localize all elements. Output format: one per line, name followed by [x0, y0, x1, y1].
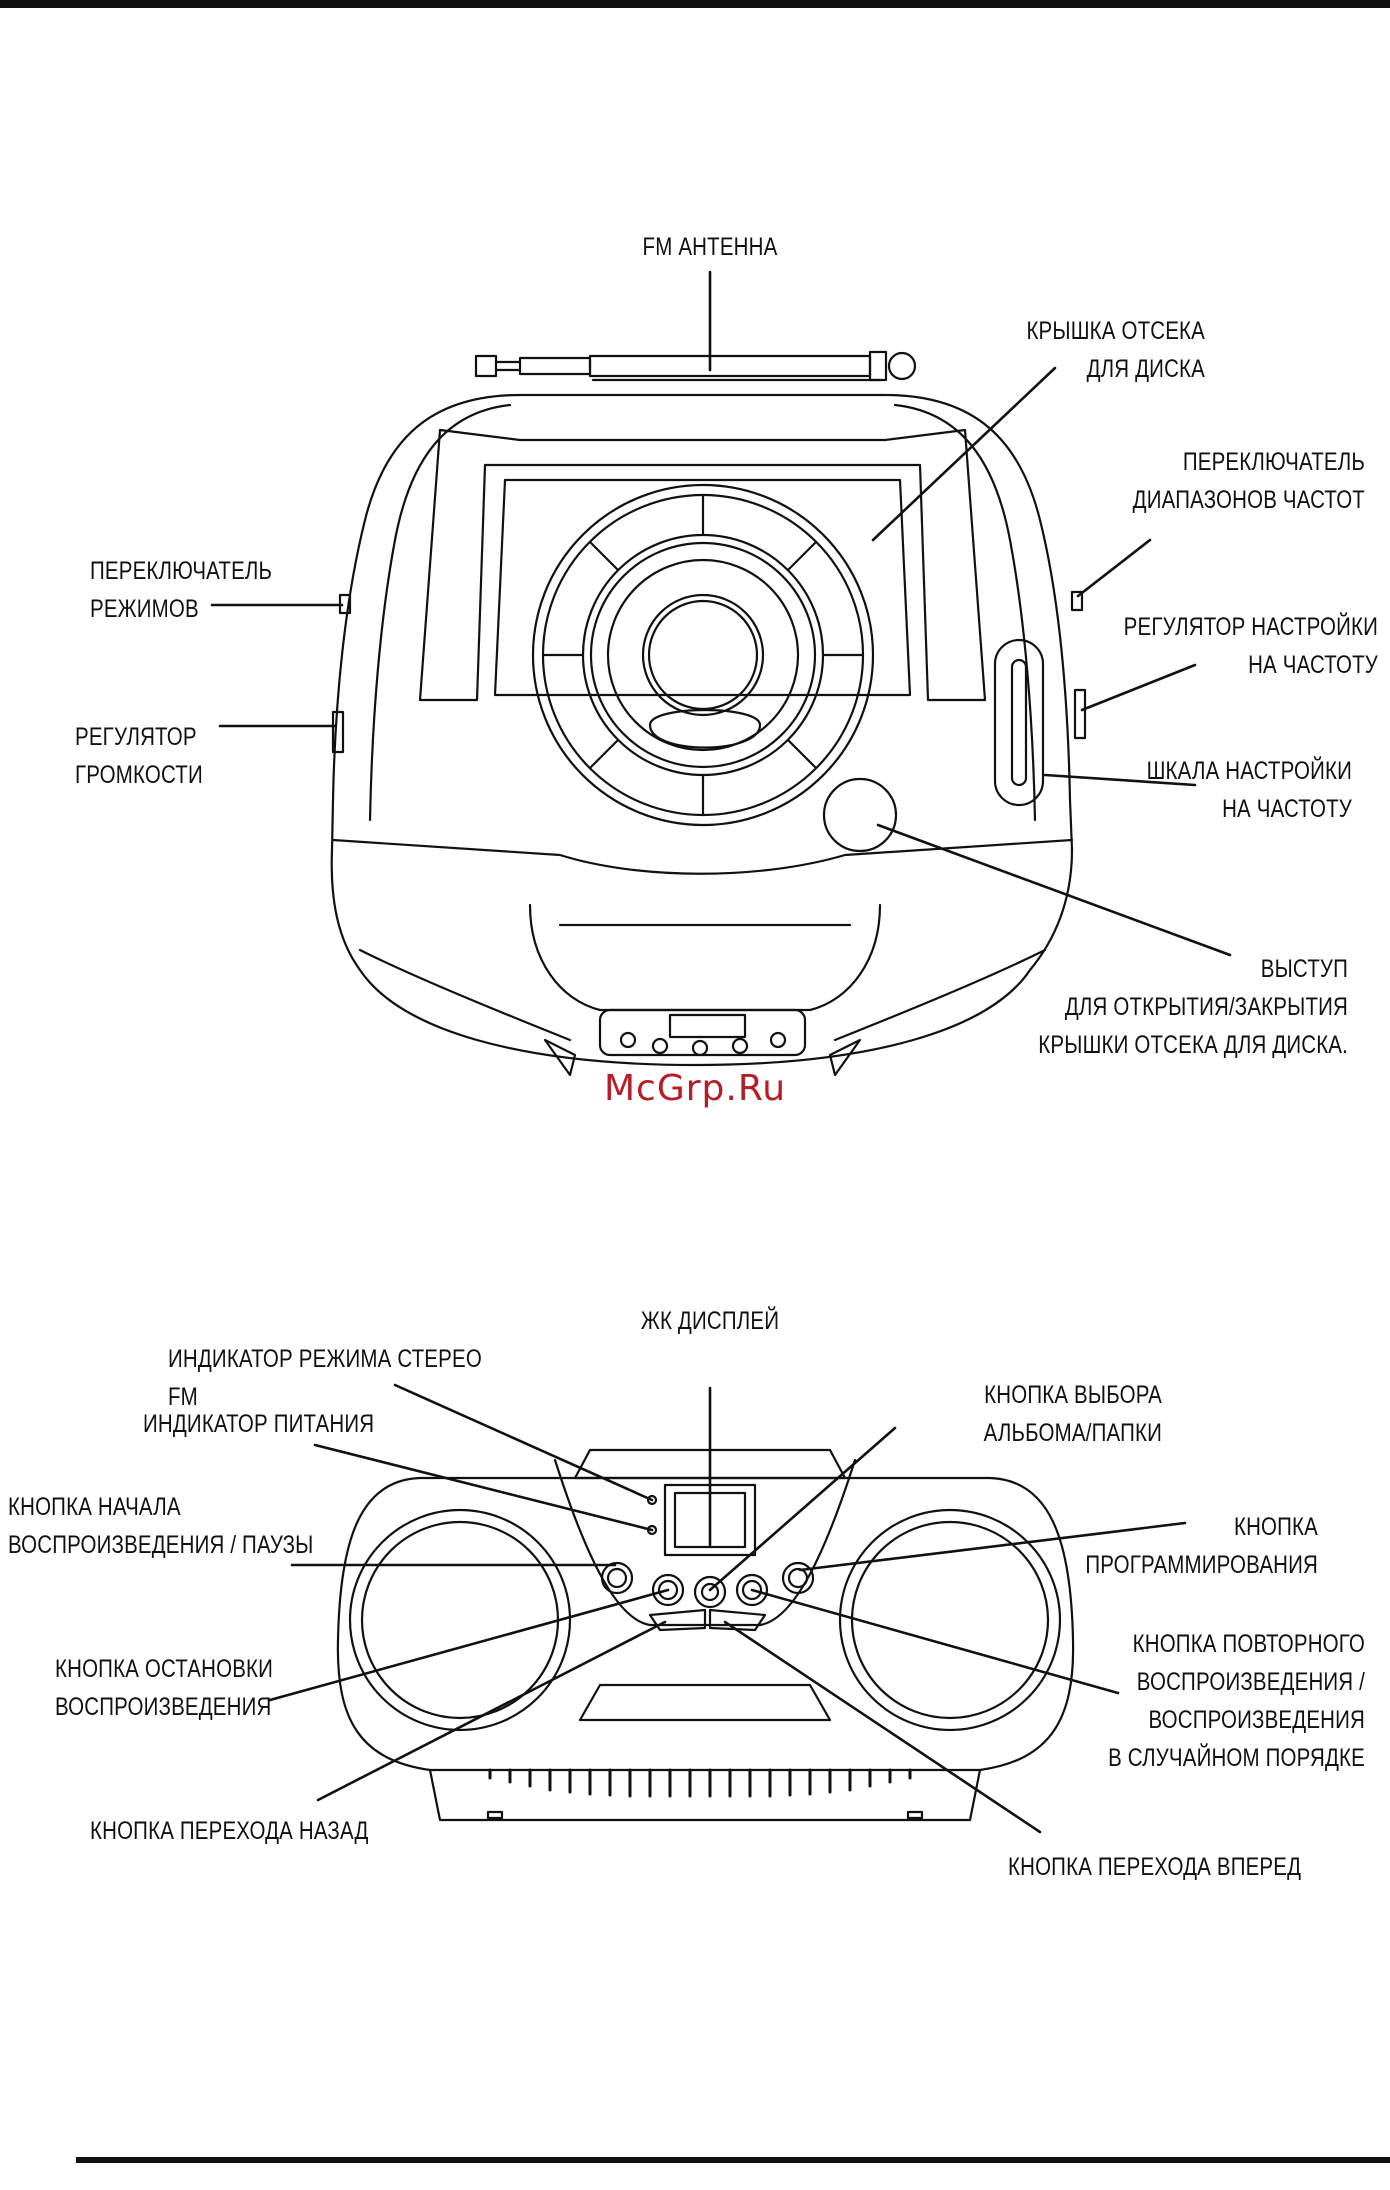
front-leader-lines	[268, 1383, 1187, 1834]
top-button-5	[769, 1031, 787, 1049]
top-body-inner-right	[893, 403, 1037, 822]
stereo-led	[646, 1494, 658, 1506]
front-view-drawing	[336, 1448, 1075, 1822]
label-stereo-indicator: ИНДИКАТОР РЕЖИМА СТЕРЕО FM	[168, 1345, 482, 1411]
right-grille-edge	[833, 948, 1047, 1042]
label-stop: КНОПКА ОСТАНОВКИ ВОСПРОИЗВЕДЕНИЯ	[55, 1655, 274, 1721]
label-tuning-knob: РЕГУЛЯТОР НАСТРОЙКИ НА ЧАСТОТУ	[1123, 613, 1378, 679]
top-button-3	[691, 1039, 709, 1057]
top-button-1	[619, 1031, 637, 1049]
band-switch-tab	[1070, 590, 1084, 612]
label-repeat: КНОПКА ПОВТОРНОГО ВОСПРОИЗВЕДЕНИЯ / ВОСП…	[1108, 1630, 1365, 1772]
label-power-indicator: ИНДИКАТОР ПИТАНИЯ	[143, 1410, 375, 1438]
left-grille-edge	[358, 948, 572, 1042]
label-album-button: КНОПКА ВЫБОРА АЛЬБОМА/ПАПКИ	[983, 1381, 1162, 1447]
label-program: КНОПКА ПРОГРАММИРОВАНИЯ	[1085, 1513, 1318, 1579]
front-buttons	[600, 1561, 815, 1632]
top-view-drawing	[330, 350, 1087, 1077]
label-mode-switch: ПЕРЕКЛЮЧАТЕЛЬ РЕЖИМОВ	[90, 557, 273, 623]
top-body-inner-left	[368, 403, 512, 822]
tuning-scale-needle	[1010, 658, 1028, 787]
disc-lid	[531, 483, 875, 827]
right-speaker-outer	[838, 1508, 1062, 1732]
label-disc-lid: КРЫШКА ОТСЕКА ДЛЯ ДИСКА	[1026, 317, 1205, 383]
label-lid-tab: ВЫСТУП ДЛЯ ОТКРЫТИЯ/ЗАКРЫТИЯ КРЫШКИ ОТСЕ…	[1038, 955, 1348, 1059]
handle-inner	[493, 478, 912, 697]
top-front-edge	[331, 838, 1074, 875]
label-band-switch: ПЕРЕКЛЮЧАТЕЛЬ ДИАПАЗОНОВ ЧАСТОТ	[1132, 448, 1365, 514]
label-lcd: ЖК ДИСПЛЕЙ	[640, 1307, 780, 1335]
top-body-outline	[330, 393, 1074, 1067]
tuning-knob-edge	[1073, 688, 1087, 740]
front-foot-right	[906, 1810, 924, 1820]
label-fm-antenna: FM АНТЕННА	[642, 233, 778, 261]
label-skip-forward: КНОПКА ПЕРЕХОДА ВПЕРЕД	[1008, 1853, 1302, 1881]
label-volume: РЕГУЛЯТОР ГРОМКОСТИ	[75, 723, 203, 789]
front-foot-left	[486, 1810, 504, 1820]
left-speaker-outer	[348, 1508, 572, 1732]
front-base	[428, 1768, 982, 1822]
label-tuning-scale: ШКАЛА НАСТРОЙКИ НА ЧАСТОТУ	[1146, 757, 1352, 823]
volume-knob-edge	[331, 710, 345, 754]
label-play-pause: КНОПКА НАЧАЛА ВОСПРОИЗВЕДЕНИЯ / ПАУЗЫ	[8, 1493, 314, 1559]
fm-antenna-rod	[474, 350, 917, 382]
right-speaker-inner	[850, 1520, 1050, 1720]
tape-deck-recess	[528, 903, 882, 1012]
top-button-4	[731, 1037, 749, 1055]
carry-handle	[418, 428, 987, 702]
front-vent-grille	[488, 1768, 912, 1798]
left-speaker-inner	[360, 1520, 560, 1720]
bottom-rule	[76, 2157, 1390, 2163]
top-leader-lines	[210, 270, 1232, 957]
top-button-2	[651, 1037, 669, 1055]
front-tape-slot	[578, 1683, 832, 1722]
tuning-scale-window	[993, 638, 1045, 807]
top-lcd-window	[668, 1013, 747, 1039]
watermark: McGrp.Ru	[603, 1068, 787, 1109]
left-foot	[543, 1038, 577, 1077]
right-foot	[828, 1038, 862, 1077]
label-skip-back: КНОПКА ПЕРЕХОДА НАЗАД	[90, 1817, 369, 1845]
top-rule	[0, 0, 1390, 8]
lid-tab-circle	[822, 777, 898, 853]
